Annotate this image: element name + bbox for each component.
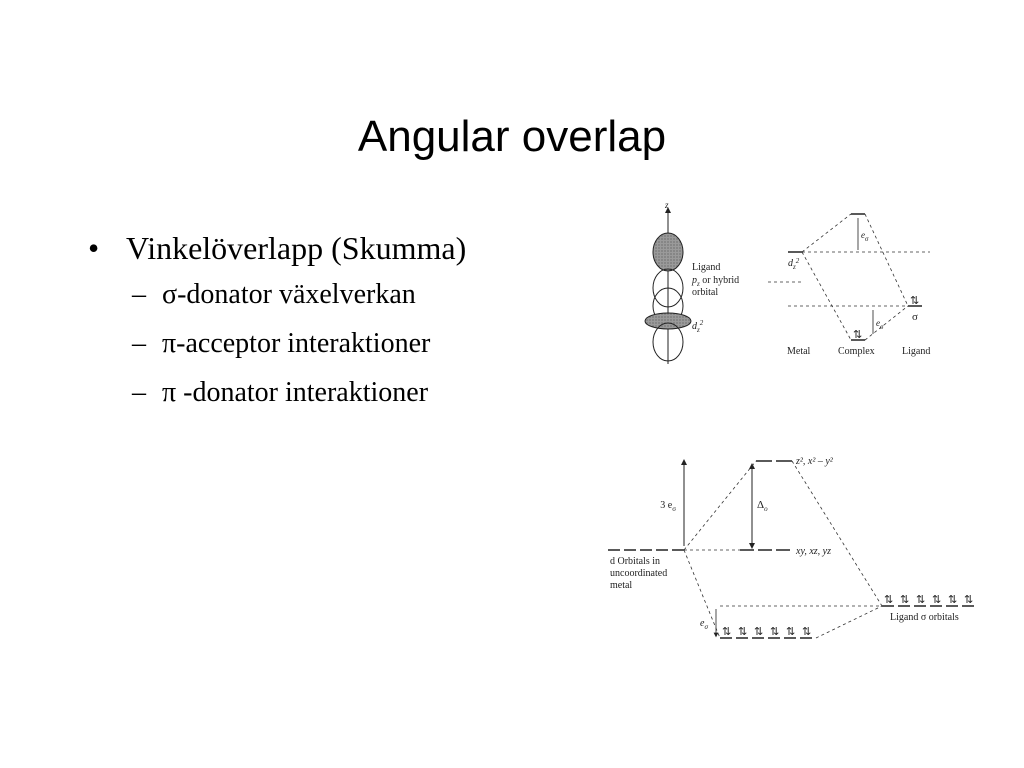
sub-bullet-marker: – — [132, 279, 146, 310]
svg-text:⇅: ⇅ — [770, 626, 779, 638]
sigma-interaction-figure: z Ligand pz or hybrid orbital dz2 dz2 eσ… — [644, 200, 930, 364]
e-sigma-lower: eσ — [876, 318, 884, 331]
svg-text:⇅: ⇅ — [802, 626, 811, 638]
t2g-label: xy, xz, yz — [795, 546, 831, 557]
sub-bullet-marker: – — [132, 328, 146, 359]
bullet-list: • Vinkelöverlapp (Skumma) – σ-donator vä… — [88, 230, 466, 426]
svg-text:⇅: ⇅ — [932, 594, 941, 606]
svg-text:⇅: ⇅ — [786, 626, 795, 638]
column-complex: Complex — [838, 346, 875, 357]
metal-dz2-label: dz2 — [788, 257, 800, 271]
column-ligand: Ligand — [902, 346, 930, 357]
sub-bullet-text: π -donator interaktioner — [162, 377, 429, 408]
svg-text:⇅: ⇅ — [884, 594, 893, 606]
sub-bullet-pi-donor: – π -donator interaktioner — [132, 377, 466, 426]
column-metal: Metal — [787, 346, 811, 357]
bullet-marker: • — [88, 230, 100, 266]
e-sigma-upper: eσ — [861, 230, 869, 243]
sigma-label: σ — [912, 311, 918, 323]
ligand-label-1: Ligand — [692, 262, 720, 273]
ligand-orbitals-label: Ligand σ orbitals — [890, 612, 959, 623]
metal-label-2: uncoordinated — [610, 568, 667, 579]
bullet-main-text: Vinkelöverlapp (Skumma) — [126, 230, 467, 266]
svg-text:⇅: ⇅ — [900, 594, 909, 606]
slide-title: Angular overlap — [357, 112, 667, 161]
z-axis-label: z — [664, 200, 669, 210]
bonding-electron-pairs: ⇅ ⇅ ⇅ ⇅ ⇅ ⇅ — [722, 626, 811, 638]
sub-bullet-text: π-acceptor interaktioner — [162, 328, 431, 359]
ligand-electron-pairs: ⇅ ⇅ ⇅ ⇅ ⇅ ⇅ — [884, 594, 973, 606]
sub-bullet-sigma-donor: – σ-donator växelverkan — [132, 279, 466, 328]
octahedral-sigma-diagram: d Orbitals in uncoordinated metal z², x²… — [608, 456, 974, 639]
svg-text:⇅: ⇅ — [948, 594, 957, 606]
svg-text:⇅: ⇅ — [754, 626, 763, 638]
svg-text:⇅: ⇅ — [722, 626, 731, 638]
svg-text:⇅: ⇅ — [964, 594, 973, 606]
dz2-lobe-bottom — [652, 322, 684, 362]
ligand-label-2: pz or hybrid — [691, 275, 739, 288]
electron-pair-ligand: ⇅ — [910, 295, 919, 307]
ligand-lobe-shaded — [652, 232, 684, 272]
three-e-sigma-label: 3 eσ — [660, 500, 676, 513]
delta-o-label: Δo — [757, 499, 768, 513]
svg-text:⇅: ⇅ — [916, 594, 925, 606]
eg-label: z², x² – y² — [795, 456, 834, 467]
metal-label-3: metal — [610, 580, 632, 591]
sub-bullet-list: – σ-donator växelverkan – π-acceptor int… — [132, 279, 466, 426]
ligand-lobe-open — [652, 268, 684, 308]
e-sigma-bonding-label: eσ — [700, 618, 708, 631]
dz2-label: dz2 — [692, 319, 704, 334]
electron-pair-complex: ⇅ — [853, 329, 862, 341]
svg-text:⇅: ⇅ — [738, 626, 747, 638]
dz2-torus — [644, 312, 692, 330]
sub-bullet-text: σ-donator växelverkan — [162, 279, 416, 310]
ligand-label-3: orbital — [692, 287, 718, 298]
metal-label-1: d Orbitals in — [610, 556, 660, 567]
sub-bullet-pi-acceptor: – π-acceptor interaktioner — [132, 328, 466, 377]
bullet-main: • Vinkelöverlapp (Skumma) — [88, 230, 466, 267]
sub-bullet-marker: – — [132, 377, 146, 408]
